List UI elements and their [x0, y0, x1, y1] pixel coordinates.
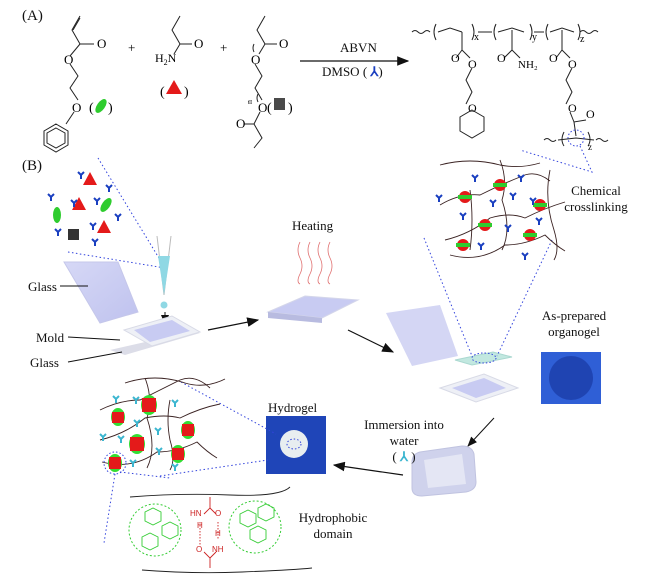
reagent-solvent: DMSO ( ⅄) — [322, 64, 383, 79]
hydrophobic-domain-detail: HN H O H O NH — [128, 486, 313, 574]
subscript-z: z — [580, 34, 585, 45]
o-atom: O — [72, 100, 81, 115]
subscript-x: x — [474, 32, 479, 43]
panel-b-label: (B) — [22, 158, 42, 174]
step-arrow — [332, 461, 404, 476]
svg-text:O: O — [215, 509, 221, 518]
mold-label: Mold — [36, 330, 65, 345]
svg-text:): ) — [184, 85, 189, 100]
o-atom: O — [97, 36, 106, 51]
svg-text:(: ( — [160, 85, 165, 100]
blue-y-icon: ⅄ — [370, 64, 379, 79]
heating-label: Heating — [292, 218, 334, 233]
svg-text:H: H — [197, 521, 203, 530]
glass-plate-top — [386, 305, 458, 366]
droplet — [160, 301, 168, 309]
reagent-initiator: ABVN — [340, 40, 377, 55]
hydrogel-crosslinks — [108, 395, 195, 472]
monomer-pegda — [244, 15, 277, 149]
svg-text:O: O — [236, 116, 245, 131]
svg-text:H2N: H2N — [155, 51, 177, 67]
glass-plate-top — [63, 261, 139, 324]
svg-text:O: O — [468, 101, 477, 115]
dark-square-icon — [274, 98, 285, 110]
svg-text:O: O — [497, 51, 506, 65]
svg-text:(: ( — [89, 101, 94, 116]
crosslink-highlight — [567, 129, 585, 147]
red-triangle-icon — [83, 172, 97, 185]
glass-label-top: Glass — [28, 279, 57, 294]
svg-text:HN: HN — [190, 509, 202, 518]
svg-text:(: ( — [267, 101, 272, 116]
svg-text:O: O — [196, 545, 202, 554]
svg-text:O: O — [568, 57, 577, 71]
polymer-product — [411, 23, 609, 147]
svg-text:z: z — [588, 142, 592, 152]
subscript-y: y — [532, 32, 537, 43]
svg-text:H: H — [215, 529, 221, 538]
panel-a-label: (A) — [22, 8, 43, 24]
red-triangle-icon — [72, 197, 86, 210]
svg-text:O: O — [194, 36, 203, 51]
green-ellipse-icon — [95, 99, 107, 113]
solvent-molecules — [435, 174, 543, 260]
monomer-acrylamide — [171, 15, 192, 55]
monomer-phenoxyethyl-acrylate — [43, 15, 94, 153]
plus-sign: + — [128, 40, 135, 55]
step-arrow — [467, 417, 495, 447]
o-atom: O — [64, 52, 73, 67]
svg-text:NH: NH — [212, 545, 224, 554]
svg-text:O: O — [468, 57, 477, 71]
red-triangle-icon — [97, 220, 111, 233]
crosslink-points — [456, 179, 547, 251]
svg-text:O: O — [549, 51, 558, 65]
precursor-mixture — [53, 172, 112, 240]
water-molecules — [99, 395, 179, 471]
svg-text:+: + — [220, 40, 227, 55]
svg-text:O: O — [251, 52, 260, 67]
svg-text:O: O — [258, 100, 267, 115]
organogel-film — [454, 351, 513, 366]
green-ellipse-icon — [100, 198, 112, 212]
dark-square-icon — [68, 229, 79, 240]
step-arrow — [207, 317, 260, 331]
water-molecule-icon: ⅄ — [400, 449, 408, 464]
svg-text:O: O — [451, 51, 460, 65]
svg-text:): ) — [288, 101, 293, 116]
svg-text:O: O — [279, 36, 288, 51]
green-ellipse-icon — [53, 207, 61, 223]
solvent-molecules — [47, 171, 122, 246]
svg-text:O: O — [586, 107, 595, 121]
nh2-label: NH₂ — [518, 59, 538, 71]
svg-text:n: n — [245, 100, 254, 104]
step-arrow — [347, 329, 395, 353]
red-triangle-icon — [166, 80, 182, 94]
heat-waves — [297, 241, 333, 285]
glass-label-bottom: Glass — [30, 355, 59, 370]
hydrogel-label: Hydrogel — [268, 400, 318, 415]
svg-text:O: O — [568, 101, 577, 115]
svg-text:): ) — [108, 101, 113, 116]
